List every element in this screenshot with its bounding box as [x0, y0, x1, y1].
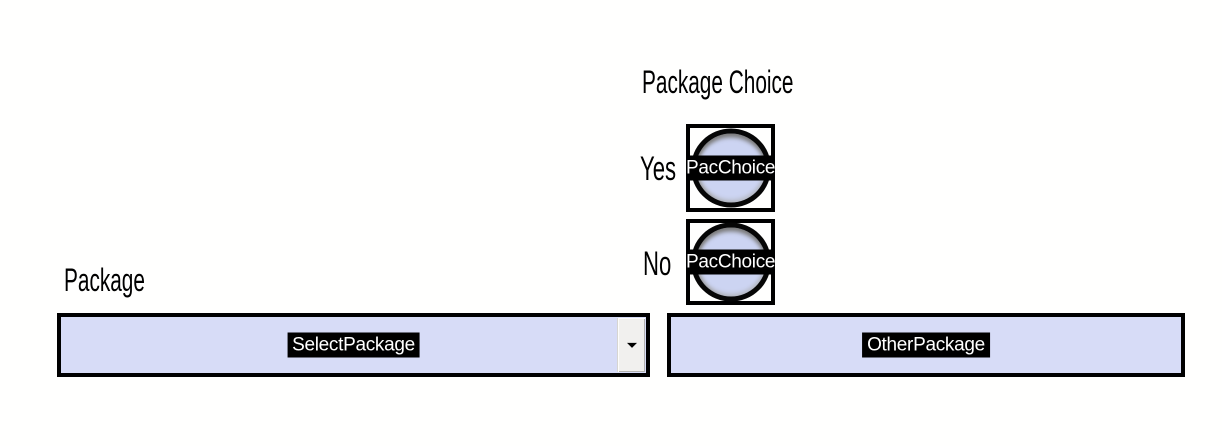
radio-option-label-yes: Yes	[640, 150, 677, 188]
radio-group-title: Package Choice	[642, 64, 794, 100]
package-combobox[interactable]: SelectPackage	[57, 313, 650, 377]
field-name-overlay: OtherPackage	[862, 332, 990, 358]
radio-button-no[interactable]: PacChoice	[686, 219, 775, 305]
other-package-field[interactable]: OtherPackage	[667, 313, 1185, 377]
dropdown-arrow-icon	[626, 342, 637, 348]
combo-label: Package	[64, 262, 145, 298]
field-name-overlay: PacChoice	[686, 249, 776, 275]
field-name-overlay: SelectPackage	[287, 332, 420, 358]
dropdown-button[interactable]	[617, 318, 645, 372]
radio-option-label-no: No	[643, 245, 672, 283]
field-name-overlay: PacChoice	[686, 155, 776, 181]
radio-button-yes[interactable]: PacChoice	[686, 124, 775, 212]
